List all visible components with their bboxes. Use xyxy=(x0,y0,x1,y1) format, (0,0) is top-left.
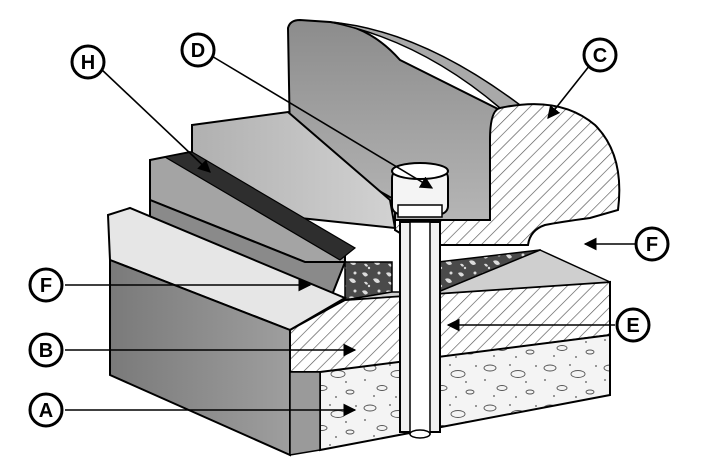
leader-C xyxy=(547,64,591,120)
concrete-base xyxy=(289,333,611,456)
callout-A-label: A xyxy=(39,400,53,422)
callout-A: A xyxy=(28,392,64,428)
callout-H: H xyxy=(70,44,106,80)
anchor-bolt xyxy=(391,162,449,439)
callout-C: C xyxy=(582,37,618,73)
callout-F-left-label: F xyxy=(40,275,52,297)
callout-B: B xyxy=(28,332,64,368)
sealant-groove xyxy=(163,151,357,261)
callout-F-right-label: F xyxy=(646,234,658,256)
callout-F-left: F xyxy=(28,267,64,303)
callout-D-label: D xyxy=(191,40,205,62)
callout-D: D xyxy=(180,32,216,68)
callout-H-label: H xyxy=(81,52,95,74)
callout-F-right: F xyxy=(634,226,670,262)
callout-C-label: C xyxy=(593,45,607,67)
leaders xyxy=(65,54,635,417)
leader-H xyxy=(99,67,211,173)
leader-D xyxy=(209,54,434,189)
callout-E: E xyxy=(615,307,651,343)
callout-E-label: E xyxy=(626,315,639,337)
callout-B-label: B xyxy=(39,340,53,362)
